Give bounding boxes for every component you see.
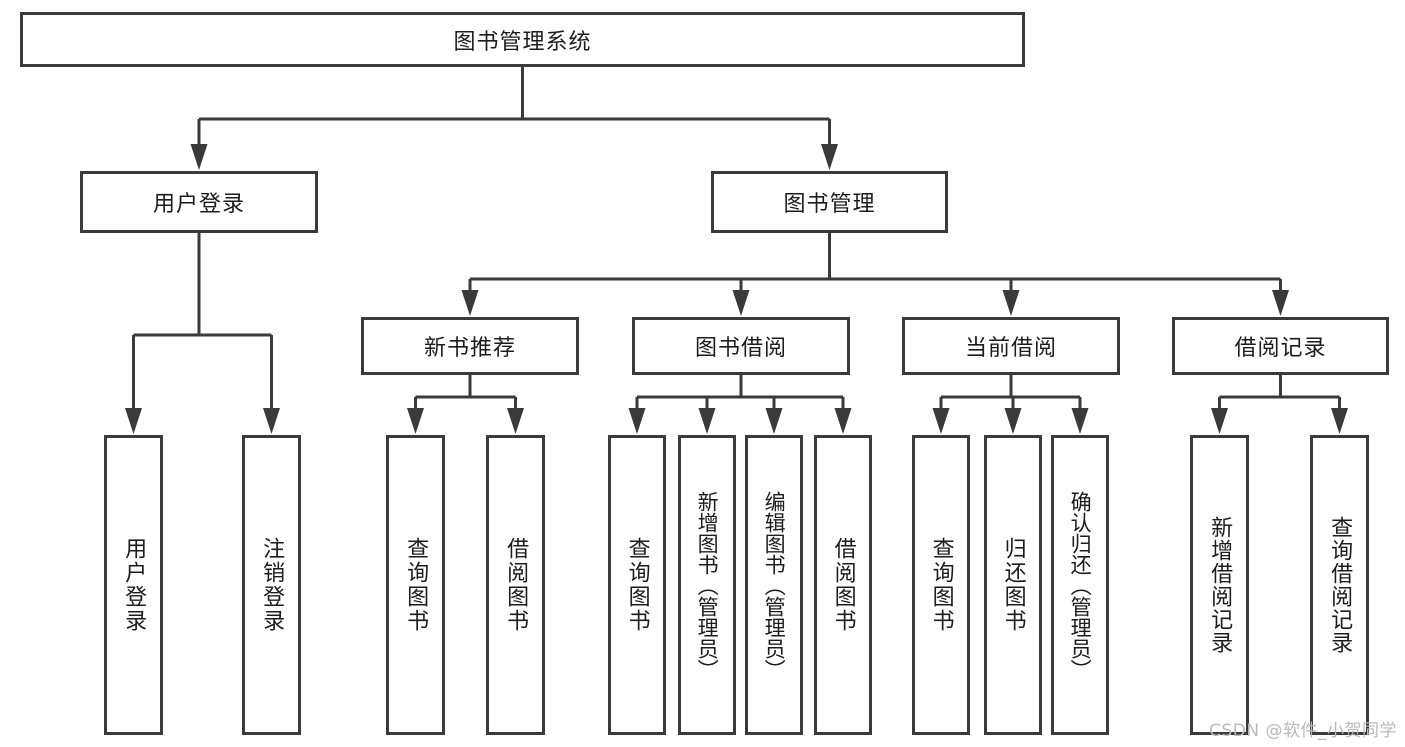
node-box-records[interactable] xyxy=(1172,317,1389,375)
node-box-l-2[interactable] xyxy=(242,435,301,735)
node-box-root[interactable] xyxy=(20,12,1025,67)
edges-layer xyxy=(125,67,1348,434)
node-box-c-3[interactable] xyxy=(1051,435,1109,735)
node-box-b-1[interactable] xyxy=(608,435,666,735)
edge-group-current xyxy=(932,375,1089,434)
node-box-n-1[interactable] xyxy=(386,435,445,735)
node-box-l-1[interactable] xyxy=(104,435,163,735)
node-box-c-1[interactable] xyxy=(912,435,970,735)
node-box-c-2[interactable] xyxy=(984,435,1042,735)
node-box-b-2[interactable] xyxy=(678,435,736,735)
edge-group-bookmgmt xyxy=(461,233,1289,316)
node-box-r-1[interactable] xyxy=(1190,435,1249,735)
node-box-r-2[interactable] xyxy=(1310,435,1369,735)
boxes-layer xyxy=(20,12,1389,735)
node-box-n-2[interactable] xyxy=(486,435,545,735)
edge-group-borrow xyxy=(628,375,852,434)
edge-group-login xyxy=(125,233,280,434)
node-box-borrow[interactable] xyxy=(632,317,850,375)
watermark: CSDN @软件_小贺同学 xyxy=(1209,721,1397,741)
node-box-login[interactable] xyxy=(80,171,318,233)
node-box-b-3[interactable] xyxy=(745,435,803,735)
node-box-bookmgmt[interactable] xyxy=(711,171,948,233)
node-box-newbook[interactable] xyxy=(361,317,579,375)
edge-group-root xyxy=(190,67,838,170)
edge-group-records xyxy=(1211,375,1348,434)
node-box-b-4[interactable] xyxy=(814,435,872,735)
edge-group-newbook xyxy=(407,375,524,434)
node-box-current[interactable] xyxy=(902,317,1120,375)
